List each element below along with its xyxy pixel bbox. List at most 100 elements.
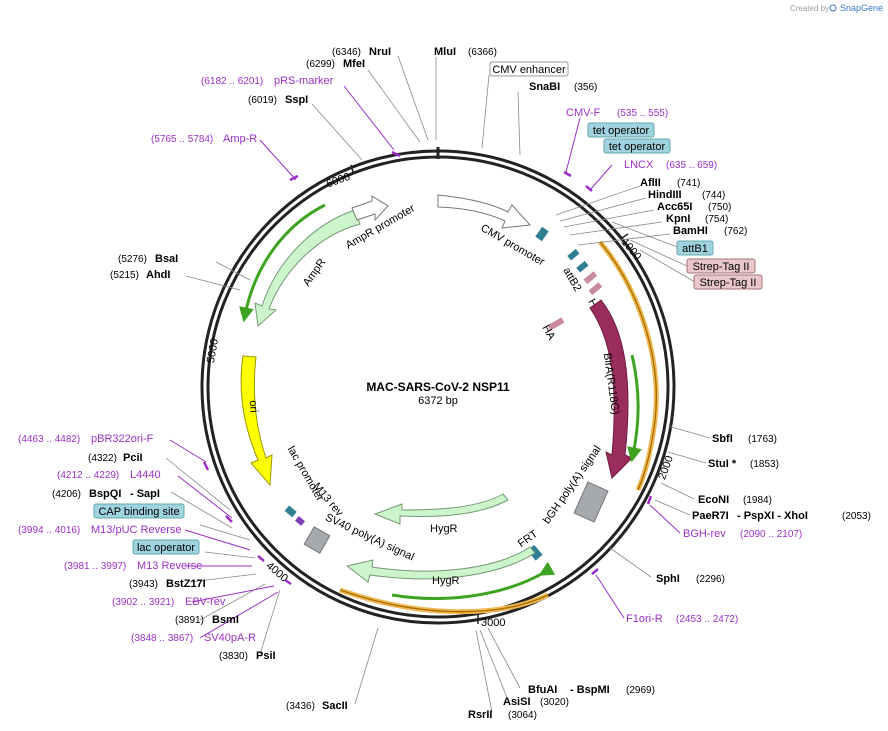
- tet-operator-box-2[interactable]: [603, 138, 671, 154]
- site-nrui[interactable]: NruI: [369, 46, 391, 58]
- ampr-label: AmpR: [301, 257, 328, 289]
- site-bstz17i[interactable]: BstZ17I: [166, 578, 206, 590]
- primer-bgh-rev[interactable]: BGH-rev: [683, 528, 726, 540]
- site-bfuai-extra: - BspMI: [570, 684, 610, 696]
- primer-cmv-f[interactable]: CMV-F: [566, 107, 601, 119]
- green-arc-bottom: [391, 561, 556, 600]
- site-sacii[interactable]: SacII: [322, 700, 348, 712]
- site-acc65i[interactable]: Acc65I: [657, 201, 692, 213]
- site-nrui-pos: (6346): [332, 47, 361, 58]
- primer-m13puc-range: (3994 .. 4016): [18, 525, 80, 536]
- site-mfei[interactable]: MfeI: [343, 58, 365, 70]
- attB2-marker-2: [576, 260, 589, 273]
- primer-sv40pa-range: (3848 .. 3867): [131, 633, 193, 644]
- primer-ebv-rev[interactable]: EBV-rev: [185, 596, 226, 608]
- lac-promoter-label: lac promoter: [285, 444, 326, 503]
- site-econi[interactable]: EcoNI: [698, 494, 729, 506]
- site-bfuai-pos: (2969): [626, 685, 655, 696]
- site-econi-pos: (1984): [743, 495, 772, 506]
- primer-prs-marker[interactable]: pRS-marker: [274, 75, 334, 87]
- site-bamhi[interactable]: BamHI: [673, 225, 708, 237]
- primer-m13rev-range: (3981 .. 3997): [64, 561, 126, 572]
- ampr-green-line: [239, 203, 326, 323]
- site-sphi-pos: (2296): [696, 574, 725, 585]
- site-snabi-pos: (356): [574, 82, 597, 93]
- site-sacii-pos: (3436): [286, 701, 315, 712]
- plasmid-size: 6372 bp: [418, 395, 458, 407]
- tick-6000: 6000: [325, 171, 352, 191]
- site-bspqi-extra: - SapI: [130, 488, 160, 500]
- primer-leaders: [169, 85, 681, 639]
- primer-l4440[interactable]: L4440: [130, 469, 161, 481]
- lac-operator-label: lac operator: [137, 542, 195, 554]
- site-bsmi[interactable]: BsmI: [212, 614, 239, 626]
- site-psii[interactable]: PsiI: [256, 650, 276, 662]
- tick-2000: 2000: [656, 454, 676, 481]
- site-bsai[interactable]: BsaI: [155, 253, 178, 265]
- primer-f1ori-r-range: (2453 .. 2472): [676, 614, 738, 625]
- primer-marks: [202, 150, 653, 586]
- site-bsai-pos: (5276): [118, 254, 147, 265]
- site-hindiii[interactable]: HindIII: [648, 189, 682, 201]
- site-ahdi[interactable]: AhdI: [146, 269, 170, 281]
- site-snabi[interactable]: SnaBI: [529, 81, 560, 93]
- site-kpni-pos: (754): [705, 214, 728, 225]
- primer-ampr-range: (5765 .. 5784): [151, 134, 213, 145]
- site-stui[interactable]: StuI *: [708, 458, 737, 470]
- tet-operator-label-2: tet operator: [609, 141, 666, 153]
- cap-binding-site-label: CAP binding site: [98, 506, 179, 518]
- site-bspqi[interactable]: BspQI: [89, 488, 121, 500]
- site-rsrii[interactable]: RsrII: [468, 709, 492, 721]
- site-mfei-pos: (6299): [306, 59, 335, 70]
- primer-pbr322ori-f[interactable]: pBR322ori-F: [91, 433, 154, 445]
- site-psii-pos: (3830): [219, 651, 248, 662]
- primer-m13-reverse[interactable]: M13 Reverse: [137, 560, 202, 572]
- primer-m13puc-reverse[interactable]: M13/pUC Reverse: [91, 524, 181, 536]
- site-bstz17i-pos: (3943): [129, 579, 158, 590]
- leader-lines: [165, 55, 711, 713]
- strep-tag-box-2[interactable]: [693, 274, 763, 290]
- plasmid-name: MAC-SARS-CoV-2 NSP11: [366, 380, 510, 394]
- snapgene-logo-icon: [829, 4, 837, 12]
- primer-l4440-range: (4212 .. 4229): [57, 470, 119, 481]
- bgh-block: [573, 481, 609, 523]
- site-stui-pos: (1853): [750, 459, 779, 470]
- site-sspi[interactable]: SspI: [285, 94, 308, 106]
- lac-op-marker: [284, 505, 297, 518]
- ha-marker-1: [583, 271, 598, 285]
- site-asisi[interactable]: AsiSI: [503, 696, 531, 708]
- site-mlui[interactable]: MluI: [434, 46, 456, 58]
- tet-operator-box-1[interactable]: [587, 122, 655, 138]
- hygr-label-1: HygR: [430, 523, 458, 535]
- credit-prefix: Created by: [790, 4, 829, 13]
- strep-tag-box-1[interactable]: [686, 258, 756, 274]
- tick-5000: 5000: [205, 338, 221, 364]
- lac-operator-box[interactable]: [132, 539, 200, 555]
- site-sbfi-pos: (1763): [748, 434, 777, 445]
- sv40-block: [303, 526, 331, 554]
- cmv-teal-marker: [535, 226, 549, 242]
- site-kpni[interactable]: KpnI: [666, 213, 690, 225]
- primer-f1ori-r[interactable]: F1ori-R: [626, 613, 663, 625]
- site-mlui-pos: (6366): [468, 47, 497, 58]
- primer-cmv-f-range: (535 .. 555): [617, 108, 668, 119]
- site-paer7i[interactable]: PaeR7I: [692, 510, 729, 522]
- primer-sv40pa-r[interactable]: SV40pA-R: [204, 632, 256, 644]
- attB1-box[interactable]: [676, 240, 714, 256]
- site-paer7i-pos: (2053): [842, 511, 871, 522]
- primer-lncx[interactable]: LNCX: [624, 159, 654, 171]
- site-aflii[interactable]: AflII: [640, 177, 661, 189]
- cmv-enhancer-label: CMV enhancer: [492, 64, 566, 76]
- site-pcii[interactable]: PciI: [123, 452, 143, 464]
- site-sphi[interactable]: SphI: [656, 573, 680, 585]
- sv40-label: SV40 poly(A) signal: [323, 512, 416, 564]
- site-sbfi[interactable]: SbfI: [712, 433, 733, 445]
- primer-amp-r[interactable]: Amp-R: [223, 133, 257, 145]
- site-paer7i-extra: - PspXI - XhoI: [737, 510, 808, 522]
- cmv-enhancer-box[interactable]: [489, 61, 569, 77]
- cap-binding-site-box[interactable]: [93, 503, 185, 519]
- frt-label: FRT: [516, 528, 540, 550]
- site-sspi-pos: (6019): [248, 95, 277, 106]
- site-bsmi-pos: (3891): [175, 615, 204, 626]
- site-bfuai[interactable]: BfuAI: [528, 684, 557, 696]
